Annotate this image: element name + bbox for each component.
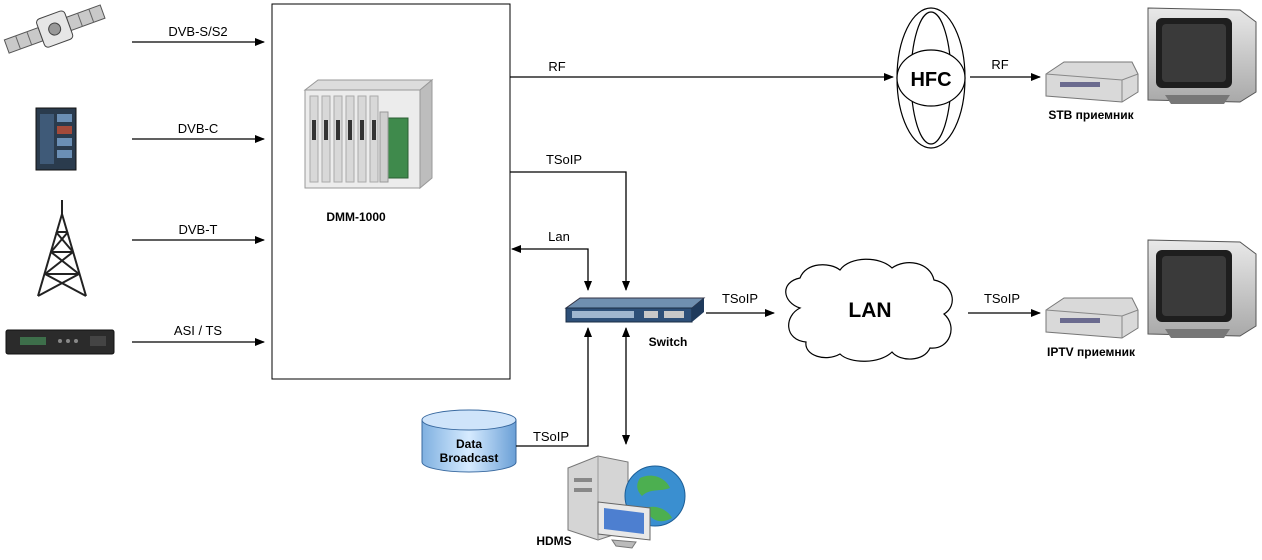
- switch-icon: [564, 297, 706, 323]
- tv-icon-2: [1147, 239, 1257, 338]
- stb-icon: [1045, 61, 1139, 103]
- switch-label: Switch: [649, 335, 688, 349]
- dmm-box: [271, 3, 511, 380]
- hdms-label: HDMS: [536, 534, 571, 548]
- data-switch-label: TSoIP: [533, 429, 569, 444]
- dvbs-label: DVB-S/S2: [168, 24, 227, 39]
- tv-icon: [1147, 7, 1257, 104]
- lan-arrow: [511, 245, 592, 291]
- data-switch-arrow: [516, 327, 592, 447]
- data-broadcast-cylinder: [421, 409, 517, 473]
- hfc-symbol: [896, 7, 966, 149]
- asi-label: ASI / TS: [174, 323, 222, 338]
- rack-receiver-icon: [5, 329, 115, 355]
- lan-label: LAN: [848, 299, 891, 322]
- data-broadcast-line2: Broadcast: [440, 451, 499, 465]
- lan-cloud: [785, 258, 953, 362]
- switch-lan-label: TSoIP: [722, 291, 758, 306]
- rf-stb-label: RF: [991, 57, 1008, 72]
- iptv-label: IPTV приемник: [1047, 345, 1136, 359]
- lan-link-label: Lan: [548, 229, 570, 244]
- dvbt-label: DVB-T: [179, 222, 218, 237]
- data-broadcast-line1: Data: [456, 437, 482, 451]
- server-icon: [35, 107, 77, 171]
- lan-iptv-label: TSoIP: [984, 291, 1020, 306]
- hfc-label: HFC: [910, 69, 951, 91]
- tower-icon: [37, 200, 87, 297]
- iptv-stb-icon: [1045, 297, 1139, 339]
- hdms-computer-icon: [567, 455, 686, 549]
- rf-label: RF: [548, 59, 565, 74]
- dvbc-label: DVB-C: [178, 121, 218, 136]
- dmm-switch-label: TSoIP: [546, 152, 582, 167]
- dmm-label: DMM-1000: [326, 210, 386, 224]
- dmm-switch-arrow: [510, 171, 630, 291]
- satellite-icon: [3, 4, 106, 54]
- stb-label: STB приемник: [1048, 108, 1134, 122]
- dmm-chassis-icon: [303, 78, 434, 190]
